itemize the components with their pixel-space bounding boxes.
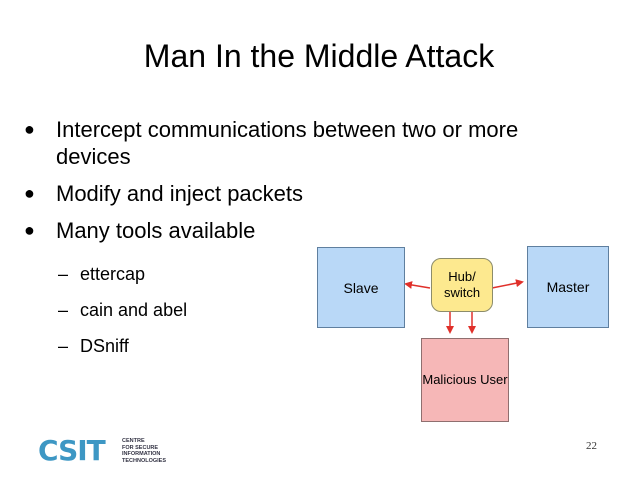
master-node: Master — [527, 246, 609, 328]
sub-bullet-list: – ettercap – cain and abel – DSniff — [58, 263, 187, 371]
bullet-text: Modify and inject packets — [56, 181, 304, 206]
bullet-text: Intercept communications between two or … — [56, 117, 519, 169]
bullet-marker: ● — [24, 119, 35, 139]
bullet-marker: ● — [24, 220, 35, 240]
diagram-arrows — [404, 279, 524, 334]
bullet-item: ● Intercept communications between two o… — [24, 116, 584, 170]
slide-title: Man In the Middle Attack — [143, 38, 495, 74]
bullet-item: ● Modify and inject packets — [24, 180, 584, 207]
bullet-item: ● Many tools available — [24, 217, 584, 244]
sub-bullet-marker: – — [58, 300, 69, 320]
bullet-list: ● Intercept communications between two o… — [24, 116, 584, 254]
bullet-marker: ● — [24, 183, 35, 203]
slave-node: Slave — [317, 247, 405, 328]
arrow-to-master — [491, 279, 524, 289]
sub-bullet-item: – ettercap — [58, 263, 187, 285]
arrow-to-slave — [404, 281, 431, 289]
sub-bullet-text: cain and abel — [80, 300, 188, 320]
sub-bullet-item: – DSniff — [58, 335, 187, 357]
sub-bullet-item: – cain and abel — [58, 299, 187, 321]
csit-logo: CSIT CENTRE FOR SECURE INFORMATION TECHN… — [38, 436, 168, 466]
sub-bullet-text: ettercap — [80, 264, 146, 284]
page-number: 22 — [586, 440, 597, 452]
malicious-user-node: Malicious User — [421, 338, 509, 422]
sub-bullet-marker: – — [58, 336, 69, 356]
hub-switch-node: Hub/ switch — [431, 258, 493, 312]
mitm-diagram: Slave Hub/ switch Master Malicious User — [310, 238, 615, 425]
bullet-text: Many tools available — [56, 218, 256, 243]
logo-mark: CSIT — [38, 434, 106, 467]
logo-tagline: CENTRE FOR SECURE INFORMATION TECHNOLOGI… — [122, 438, 167, 464]
sub-bullet-text: DSniff — [80, 336, 129, 356]
sub-bullet-marker: – — [58, 264, 69, 284]
